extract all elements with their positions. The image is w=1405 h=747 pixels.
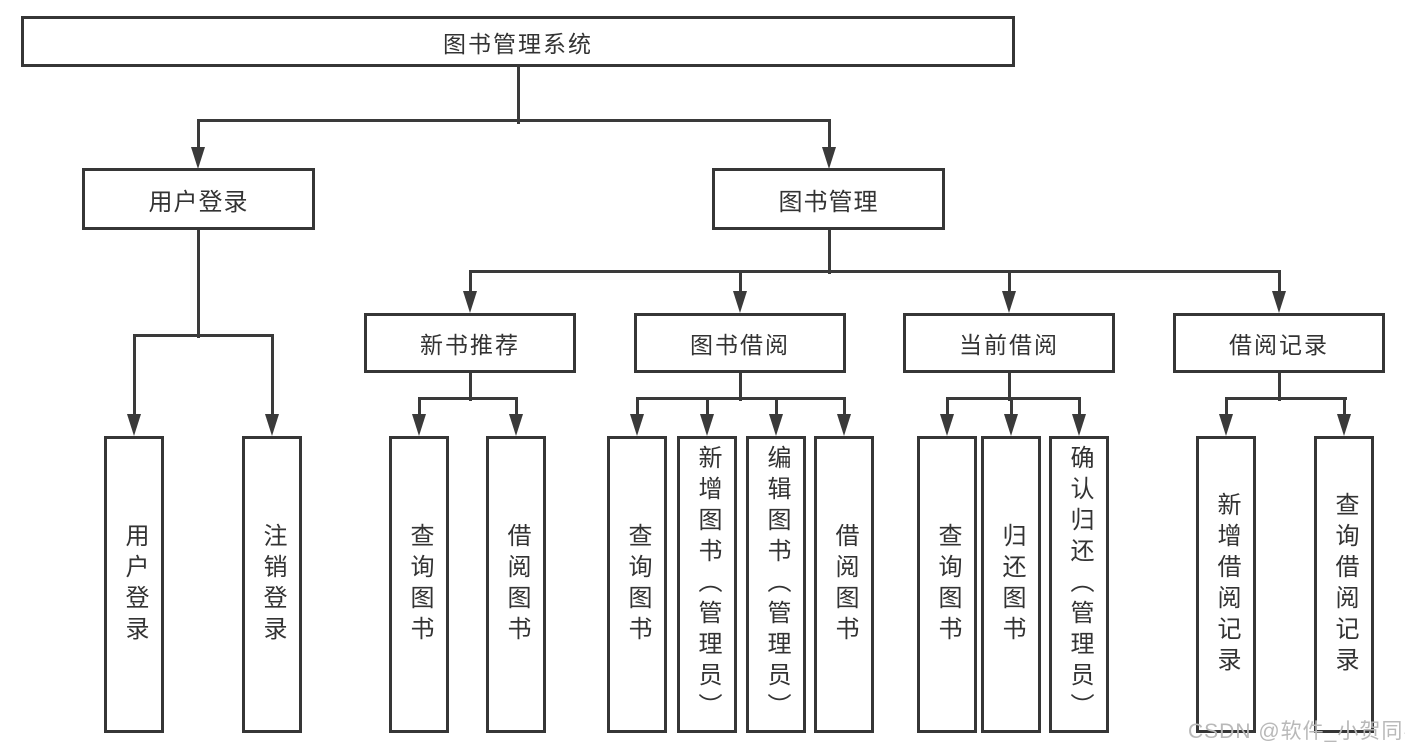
arrowhead-down-icon [509, 414, 523, 436]
leaf-user-login: 用户登录 [104, 436, 164, 733]
connector-line [417, 397, 421, 414]
node-borrow-records: 借阅记录 [1173, 313, 1385, 373]
connector-line [196, 119, 831, 122]
connector-line [514, 397, 518, 414]
leaf-bb-borrow-books: 借阅图书 [814, 436, 874, 733]
arrowhead-down-icon [1004, 414, 1018, 436]
csdn-watermark: CSDN @软件_小贺同学 [1188, 720, 1405, 743]
connector-line [417, 397, 518, 400]
connector-line [196, 230, 200, 338]
connector-line [945, 397, 1081, 400]
connector-line [270, 334, 274, 414]
leaf-rec-query-books: 查询图书 [389, 436, 449, 733]
connector-line [1342, 397, 1346, 414]
node-book-borrow: 图书借阅 [634, 313, 846, 373]
arrowhead-down-icon [191, 147, 205, 169]
node-current-borrow: 当前借阅 [903, 313, 1115, 373]
arrowhead-down-icon [463, 291, 477, 313]
leaf-bb-edit-books-admin: 编辑图书（管理员） [746, 436, 806, 733]
leaf-cb-return-books: 归还图书 [981, 436, 1041, 733]
connector-line [705, 397, 709, 414]
connector-line [1007, 373, 1011, 401]
connector-line [738, 373, 742, 401]
arrowhead-down-icon [1337, 414, 1351, 436]
connector-line [1224, 397, 1228, 414]
arrowhead-down-icon [630, 414, 644, 436]
node-book-management: 图书管理 [712, 168, 945, 230]
connector-line [468, 270, 472, 291]
leaf-cb-query-books: 查询图书 [917, 436, 977, 733]
connector-line [738, 270, 742, 291]
connector-line [1007, 270, 1011, 291]
leaf-bb-add-books-admin: 新增图书（管理员） [677, 436, 737, 733]
arrowhead-down-icon [733, 291, 747, 313]
connector-line [1277, 270, 1281, 291]
connector-line [635, 397, 846, 400]
leaf-logout: 注销登录 [242, 436, 302, 733]
arrowhead-down-icon [265, 414, 279, 436]
connector-line [827, 230, 831, 274]
arrowhead-down-icon [837, 414, 851, 436]
connector-line [1077, 397, 1081, 414]
leaf-br-add-record: 新增借阅记录 [1196, 436, 1256, 733]
arrowhead-down-icon [822, 147, 836, 169]
connector-line [945, 397, 949, 414]
connector-line [516, 67, 520, 124]
connector-line [842, 397, 846, 414]
arrowhead-down-icon [1219, 414, 1233, 436]
connector-line [1277, 373, 1281, 401]
node-new-book-recommend: 新书推荐 [364, 313, 576, 373]
leaf-rec-borrow-books: 借阅图书 [486, 436, 546, 733]
node-root: 图书管理系统 [21, 16, 1015, 67]
connector-line [132, 334, 136, 414]
arrowhead-down-icon [127, 414, 141, 436]
arrowhead-down-icon [1072, 414, 1086, 436]
connector-line [132, 334, 274, 337]
connector-line [196, 119, 200, 147]
connector-line [635, 397, 639, 414]
node-user-login: 用户登录 [82, 168, 315, 230]
leaf-cb-confirm-return-admin: 确认归还（管理员） [1049, 436, 1109, 733]
arrowhead-down-icon [700, 414, 714, 436]
connector-line [468, 270, 1281, 273]
connector-line [1224, 397, 1347, 400]
connector-line [827, 119, 831, 147]
arrowhead-down-icon [1272, 291, 1286, 313]
arrowhead-down-icon [769, 414, 783, 436]
connector-line [468, 373, 472, 401]
arrowhead-down-icon [940, 414, 954, 436]
leaf-br-query-record: 查询借阅记录 [1314, 436, 1374, 733]
arrowhead-down-icon [1002, 291, 1016, 313]
arrowhead-down-icon [412, 414, 426, 436]
connector-line [1009, 397, 1013, 414]
leaf-bb-query-books: 查询图书 [607, 436, 667, 733]
connector-line [774, 397, 778, 414]
